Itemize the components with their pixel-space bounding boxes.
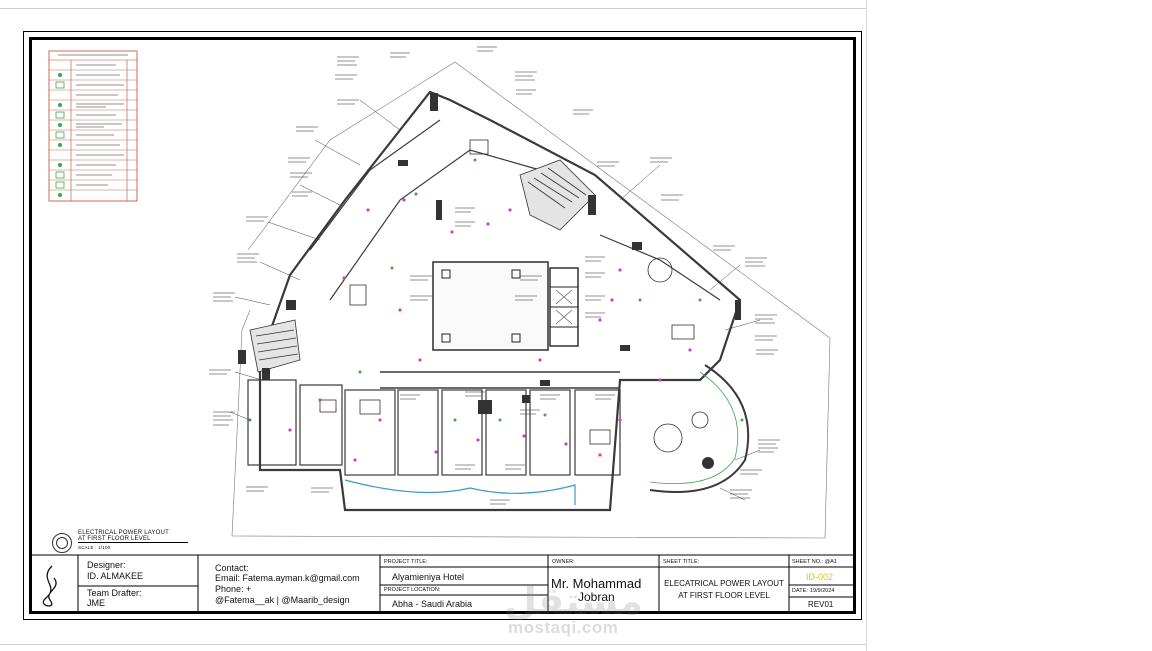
sheet-number: ID-002 bbox=[806, 572, 834, 582]
contact-label: Contact: bbox=[215, 563, 249, 573]
watermark-logo: مستقل bbox=[504, 579, 644, 623]
legend-table bbox=[48, 50, 138, 202]
plan-caption-underline bbox=[78, 542, 188, 543]
project-title-label: PROJECT TITLE: bbox=[384, 559, 428, 565]
date-label: DATE: bbox=[792, 588, 808, 594]
designer-label: Designer: bbox=[87, 560, 126, 570]
sheet-border bbox=[29, 37, 856, 614]
project-location-label: PROJECT LOCATION: bbox=[384, 587, 441, 593]
floor-plan-drawing bbox=[29, 46, 854, 614]
viewer-side-panel bbox=[866, 0, 1152, 651]
plan-caption-symbol-inner bbox=[56, 537, 68, 549]
contact-email: Email: Fatema.ayman.k@gmail.com bbox=[215, 573, 360, 583]
sheet-title-label: SHEET TITLE: bbox=[663, 559, 700, 565]
sheet-no-label: SHEET NO.: @A1 bbox=[792, 559, 837, 565]
drafter-label: Team Drafter: bbox=[87, 588, 142, 598]
viewer-top-edge bbox=[0, 8, 866, 9]
drafter-name: JME bbox=[87, 598, 105, 608]
date-value: 19/9/2024 bbox=[810, 588, 835, 594]
project-location: Abha - Saudi Arabia bbox=[392, 599, 473, 609]
sheet-title-line2: AT FIRST FLOOR LEVEL bbox=[678, 591, 770, 600]
sheet-title-line1: ELECATRICAL POWER LAYOUT bbox=[664, 579, 784, 588]
plan-caption-symbol bbox=[52, 533, 72, 553]
designer-name: ID. ALMAKEE bbox=[87, 571, 144, 581]
plan-caption-title-line1: ELECTRICAL POWER LAYOUT bbox=[78, 530, 169, 536]
owner-name-line2: Jobran bbox=[578, 590, 615, 604]
plan-caption-scale: SCALE : 1/100 bbox=[78, 545, 111, 550]
contact-social: @Fatema__ak | @Maarib_design bbox=[215, 595, 350, 605]
viewer-bottom-edge bbox=[0, 644, 866, 645]
owner-name-line1: Mr. Mohammad bbox=[551, 576, 642, 591]
designer-logo bbox=[42, 565, 57, 607]
plan-caption-title-line2: AT FIRST FLOOR LEVEL bbox=[78, 536, 151, 542]
revision: REV01 bbox=[808, 600, 834, 609]
contact-phone: Phone: + bbox=[215, 584, 252, 594]
watermark-site: mostaqi.com bbox=[508, 618, 619, 637]
project-title: Alyamieniya Hotel bbox=[392, 572, 465, 582]
owner-label: OWNER: bbox=[552, 559, 575, 565]
